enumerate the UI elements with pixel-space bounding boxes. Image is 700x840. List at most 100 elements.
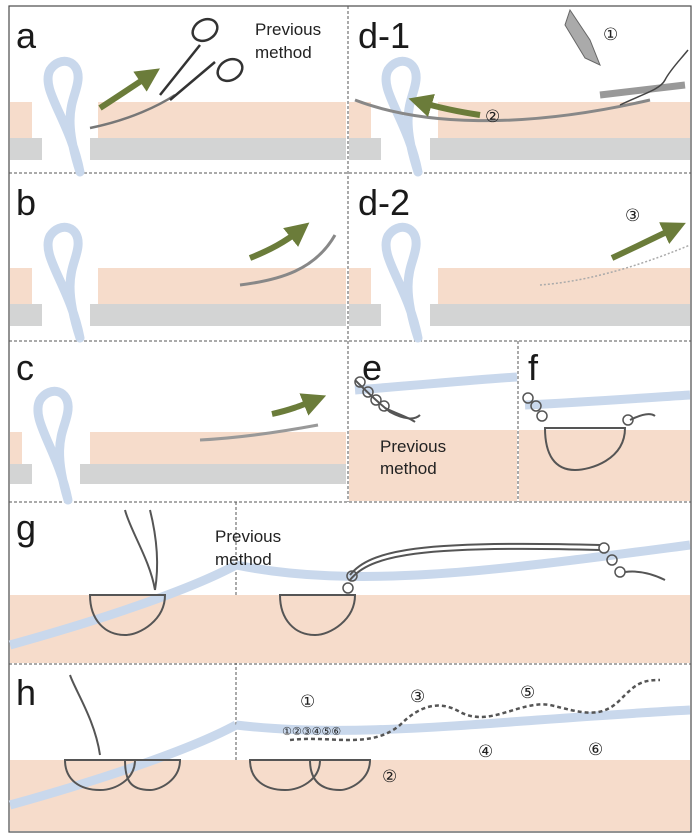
skin-layer-left [349, 102, 371, 138]
step-label-6: ⑥ [588, 740, 603, 760]
step-label-2: ② [485, 107, 500, 127]
duct-right [235, 705, 691, 735]
suture-thread [539, 244, 691, 286]
d-shaped-loop [543, 427, 627, 472]
duct-right [235, 540, 691, 581]
base-block-left [10, 304, 42, 326]
panel-label-c: c [16, 347, 34, 388]
suture-tail [384, 407, 416, 423]
base-block [80, 464, 346, 484]
step-label-4: ④ [478, 742, 493, 762]
panel-label-d2: d-2 [358, 182, 410, 223]
skin-layer [98, 102, 346, 138]
step-label-5: ⑤ [520, 683, 535, 703]
scissors-icon [159, 17, 244, 101]
skin-layer-left [349, 268, 371, 304]
suture-tail [624, 570, 666, 581]
suture-needle [89, 93, 176, 130]
panel-label-f: f [528, 347, 539, 388]
step-label-1: ① [603, 25, 618, 45]
knot-chain [354, 376, 390, 412]
d-shaped-loop [308, 759, 372, 792]
direction-arrow [271, 393, 327, 417]
duct-loop [33, 386, 73, 505]
scalpel-icon [564, 8, 601, 66]
base-block-left [10, 138, 42, 160]
panel-label-d1: d-1 [358, 15, 410, 56]
knot-chain [289, 678, 661, 742]
suture-needle [354, 98, 651, 123]
panel-c: c [10, 347, 346, 505]
skin-layer [90, 432, 346, 464]
suture-strand [69, 674, 101, 756]
duct-left [8, 561, 239, 650]
panel-d2: d-2 ③ [349, 182, 691, 343]
base-block [90, 138, 346, 160]
direction-arrow [98, 68, 160, 111]
duct [354, 372, 518, 395]
step-label-3: ③ [410, 687, 425, 707]
skin-layer-left [10, 102, 32, 138]
duct-loop [43, 56, 85, 177]
base-block-left [349, 304, 381, 326]
d-shaped-loop [88, 594, 167, 637]
note-method: method [255, 43, 312, 62]
note-previous: Previous [255, 20, 321, 39]
duct-left [8, 721, 239, 810]
skin-layer [10, 595, 690, 663]
duct-loop [43, 222, 85, 343]
direction-arrow [408, 93, 481, 118]
panel-g: g Previous method [8, 507, 691, 663]
panel-e: e Previous method [349, 347, 518, 501]
skin-layer-left [10, 268, 32, 304]
note-previous: Previous [380, 437, 446, 456]
suture-tail [629, 413, 656, 421]
suture-strand [349, 547, 601, 581]
panel-f: f [519, 347, 691, 501]
step-label-1: ① [300, 692, 315, 712]
base-block [430, 304, 690, 326]
duct-loop [381, 222, 423, 343]
panel-label-b: b [16, 182, 36, 223]
direction-arrow [248, 222, 310, 261]
panel-label-e: e [362, 347, 382, 388]
skin-layer [438, 268, 690, 304]
panel-label-g: g [16, 507, 36, 548]
note-method: method [380, 459, 437, 478]
panel-h: h ① ①②③④⑤⑥ ② ③ ④ ⑤ ⑥ [8, 672, 691, 831]
d-shaped-loop [63, 759, 137, 792]
skin-layer [349, 430, 517, 501]
panel-d1: d-1 ① ② [349, 8, 690, 177]
d-shaped-loop [248, 759, 322, 792]
suture-strand [349, 542, 601, 576]
suture-thread [619, 49, 689, 106]
base-block [430, 138, 690, 160]
base-block-left [10, 464, 32, 484]
base-block-left [349, 138, 381, 160]
skin-layer [519, 430, 690, 501]
suture-needle [239, 234, 337, 287]
skin-layer-left [10, 432, 22, 464]
knot-chain [342, 542, 626, 594]
suture-strand [149, 509, 159, 591]
duct [524, 390, 691, 410]
direction-arrow [610, 222, 686, 261]
d-shaped-loop [123, 759, 182, 792]
needle-holder [599, 81, 686, 99]
step-label-3: ③ [625, 206, 640, 226]
suture-strand [124, 509, 156, 591]
step-sequence: ①②③④⑤⑥ [282, 725, 341, 738]
step-label-2: ② [382, 767, 397, 787]
panel-b: b [10, 182, 346, 343]
base-block [90, 304, 346, 326]
note-method: method [215, 550, 272, 569]
panel-label-h: h [16, 672, 36, 713]
knot-chain [522, 392, 634, 426]
figure-frame [8, 5, 692, 833]
d-shaped-loop [278, 594, 357, 637]
note-previous: Previous [215, 527, 281, 546]
panel-a: a Previous method [10, 15, 346, 177]
panel-label-a: a [16, 15, 37, 56]
suture-needle [199, 423, 319, 442]
